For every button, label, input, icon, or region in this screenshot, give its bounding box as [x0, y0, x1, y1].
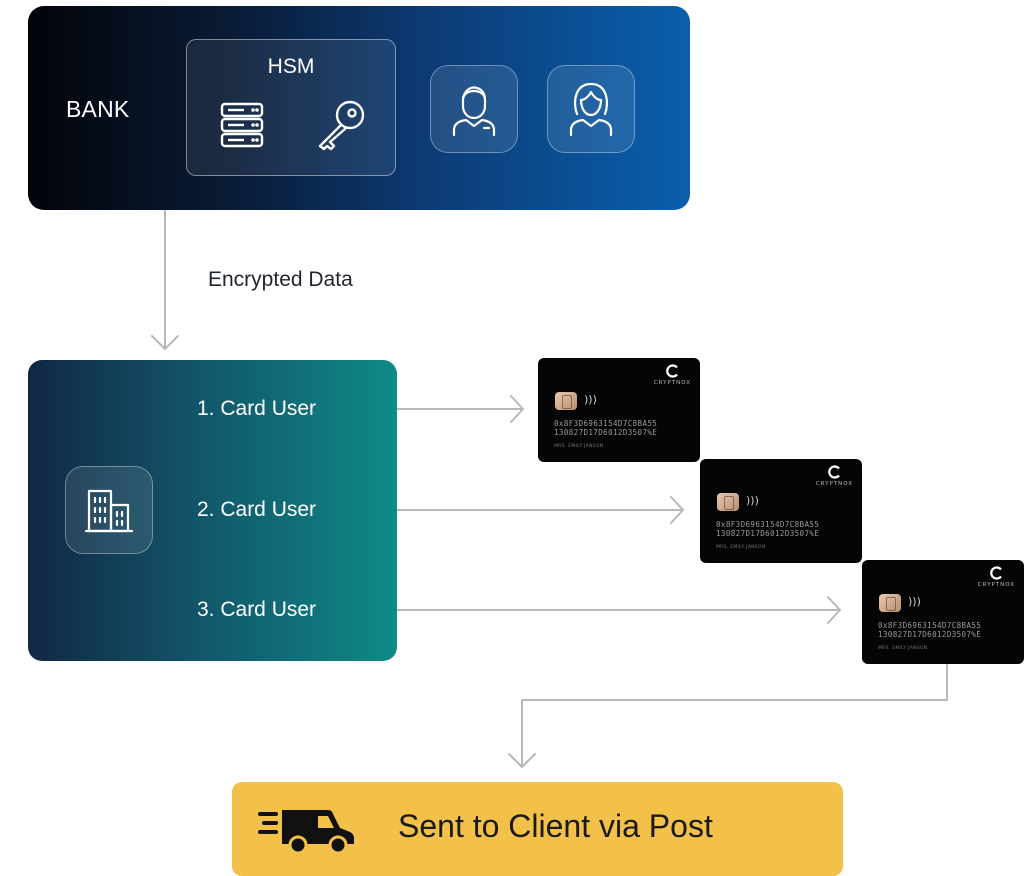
contactless-icon: ))) — [746, 494, 759, 507]
male-user-icon — [452, 86, 496, 136]
card-holder: MRS. EMILY JANSON — [878, 646, 928, 651]
key-icon — [318, 100, 365, 151]
female-user-icon — [569, 82, 613, 136]
female-user-tile — [547, 65, 635, 153]
card-user-2-label: 2. Card User — [197, 498, 317, 521]
building-icon — [84, 489, 134, 533]
card-user-3-label: 3. Card User — [197, 598, 317, 621]
contactless-icon: ))) — [584, 393, 597, 406]
card-chip-icon — [717, 493, 739, 511]
card-brand: CRYPTNOX — [815, 481, 853, 487]
card-holder: MRS. EMILY JANSON — [716, 545, 766, 550]
male-user-tile — [430, 65, 518, 153]
connector-cards-to-post — [521, 664, 948, 768]
cryptnox-logo-icon — [828, 465, 840, 479]
building-tile — [65, 466, 153, 554]
delivery-truck-icon — [258, 810, 354, 854]
hsm-title: HSM — [267, 55, 315, 78]
encrypted-data-label: Encrypted Data — [208, 268, 353, 291]
bank-label: BANK — [66, 96, 130, 122]
contactless-icon: ))) — [908, 595, 921, 608]
card-user-1-label: 1. Card User — [197, 397, 317, 420]
card-chip-icon — [879, 594, 901, 612]
cryptnox-logo-icon — [666, 364, 678, 378]
cryptnox-logo-icon — [990, 566, 1002, 580]
post-label: Sent to Client via Post — [398, 808, 713, 844]
card-holder: MRS. EMILY JANSON — [554, 444, 604, 449]
card-brand: CRYPTNOX — [977, 582, 1015, 588]
card-chip-icon — [555, 392, 577, 410]
server-icon — [220, 102, 264, 148]
card-brand: CRYPTNOX — [653, 380, 691, 386]
arrowhead-down — [151, 335, 179, 350]
bank-panel — [28, 6, 690, 210]
